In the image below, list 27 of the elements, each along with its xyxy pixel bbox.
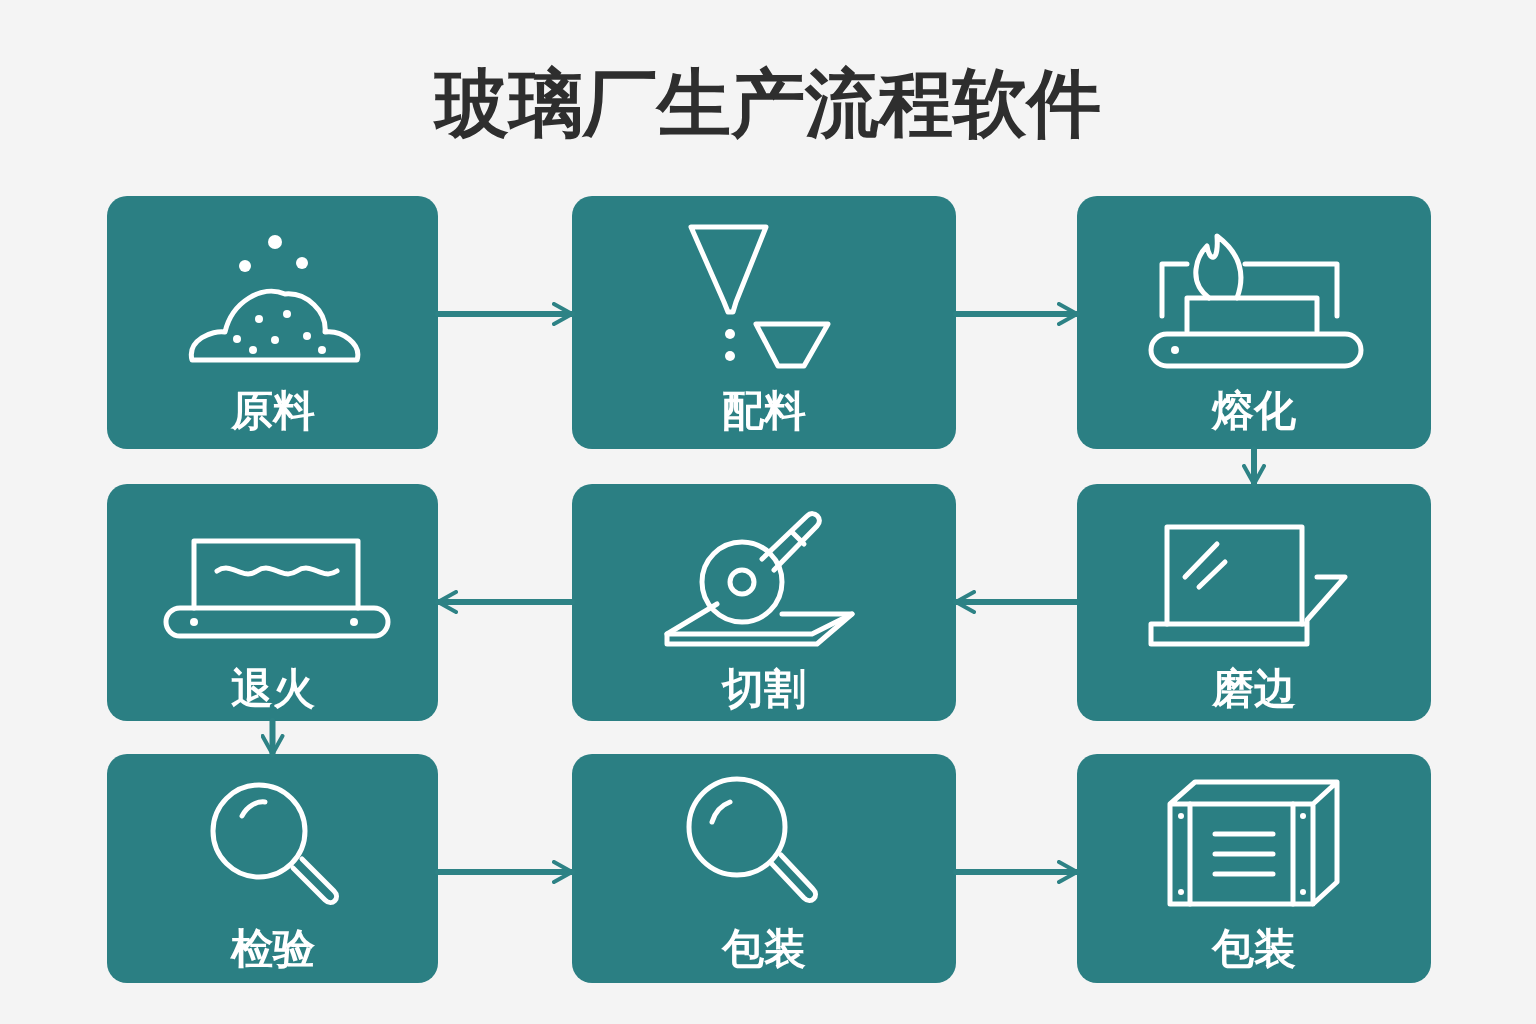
arrow bbox=[435, 590, 575, 614]
step-label: 熔化 bbox=[1212, 386, 1296, 435]
process-box bbox=[572, 484, 956, 721]
title: 玻璃厂生产流程软件 bbox=[435, 60, 1101, 146]
step-label: 切割 bbox=[722, 664, 806, 713]
process-box bbox=[572, 754, 956, 983]
step-label: 检验 bbox=[230, 924, 315, 973]
arrow bbox=[953, 302, 1080, 326]
process-box bbox=[1077, 484, 1431, 721]
step-label: 磨边 bbox=[1212, 664, 1296, 713]
process-box bbox=[107, 754, 438, 983]
process-box bbox=[107, 484, 438, 721]
step-label: 包装 bbox=[1212, 924, 1296, 973]
arrow bbox=[435, 302, 575, 326]
process-box bbox=[1077, 196, 1431, 449]
arrow bbox=[953, 590, 1080, 614]
step-label: 包装 bbox=[722, 924, 806, 973]
step-label: 原料 bbox=[230, 386, 315, 435]
step-label: 退火 bbox=[230, 664, 315, 713]
arrow bbox=[1242, 446, 1266, 487]
process-box bbox=[572, 196, 956, 449]
arrow bbox=[953, 860, 1080, 884]
arrow bbox=[435, 860, 575, 884]
process-box bbox=[1077, 754, 1431, 983]
step-label: 配料 bbox=[722, 386, 806, 435]
arrow bbox=[260, 718, 285, 757]
process-box bbox=[107, 196, 438, 449]
